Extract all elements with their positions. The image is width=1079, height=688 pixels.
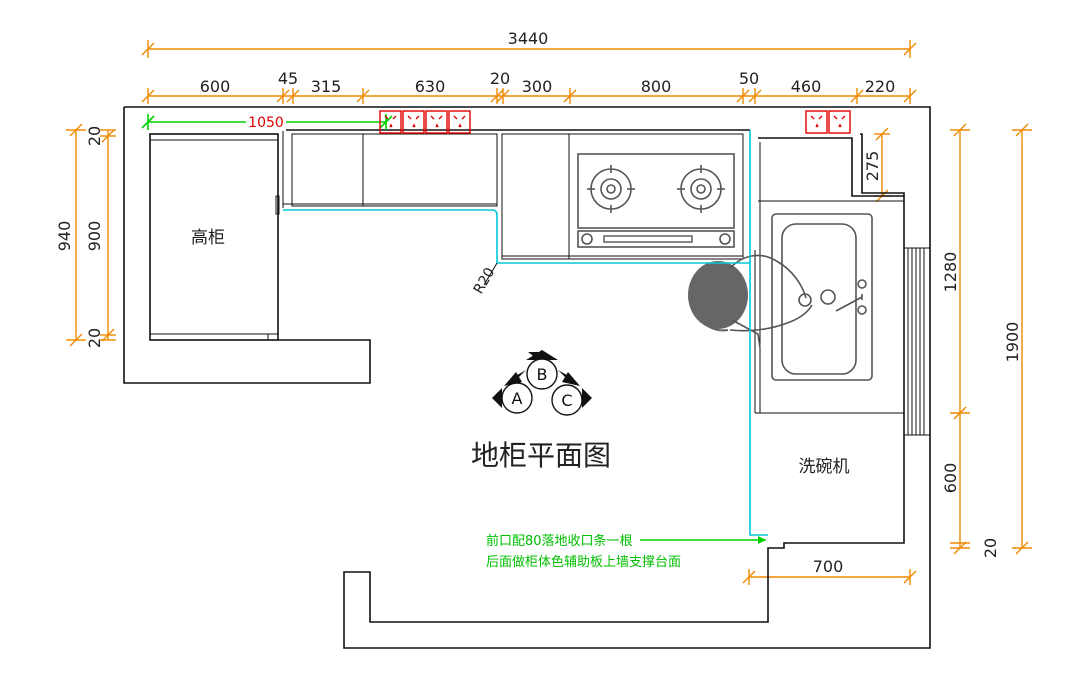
note-line-1: 前口配80落地收口条一根 [486,533,633,549]
view-marker-c: C [561,391,572,410]
socket-icon [448,110,471,134]
socket-icon [805,110,828,134]
dim-700: 700 [813,557,844,576]
dim-800: 800 [641,77,672,96]
dim-600-right: 600 [941,463,960,494]
stove-burner-icon [677,165,725,213]
right-dimensions: 1280 600 20 1900 275 700 [742,123,1032,585]
dim-600: 600 [200,77,231,96]
dim-45: 45 [278,69,298,88]
socket-icon [379,110,402,134]
note-line-2: 后面做柜体色辅助板上墙支撑台面 [486,554,681,570]
top-dimensions: 3440 600 45 315 630 20 300 800 50 460 22… [141,29,917,104]
dim-630: 630 [415,77,446,96]
dim-275: 275 [863,151,882,182]
room-walls [123,106,931,649]
dim-940: 940 [55,221,74,252]
green-dimension: 1050 [141,113,393,131]
tall-cabinet-label: 高柜 [191,228,225,248]
dim-20-right: 20 [981,538,1000,558]
dim-315: 315 [311,77,342,96]
dim-460: 460 [791,77,822,96]
plan-title: 地柜平面图 [471,439,611,472]
dim-900: 900 [85,221,104,252]
left-dimensions: 940 20 900 20 [55,123,116,348]
dim-220: 220 [865,77,896,96]
socket-icon [425,110,448,134]
socket-icon [402,110,425,134]
worktop-edge [283,209,768,536]
dishwasher: 洗碗机 [799,457,850,477]
stove-burner-icon [587,165,635,213]
corner-radius-label: R20 [471,265,499,297]
person-icon [688,254,813,349]
view-marker-icon: B A C [492,350,592,416]
dim-300: 300 [522,77,553,96]
green-dimension-value: 1050 [248,115,284,131]
dim-total-width: 3440 [508,29,549,48]
sink-icon [771,213,873,381]
tall-cabinet: 高柜 [149,133,280,341]
dim-20-top: 20 [490,69,510,88]
right-cabinets [754,137,904,414]
dim-1280: 1280 [941,252,960,293]
top-base-cabinets [282,129,750,260]
dim-20-left-top: 20 [85,126,104,146]
view-marker-b: B [537,365,548,384]
dim-1900: 1900 [1003,322,1022,363]
socket-icon [828,110,851,134]
gas-stove [577,153,735,248]
dim-50: 50 [739,69,759,88]
construction-notes: 前口配80落地收口条一根 后面做柜体色辅助板上墙支撑台面 [486,533,766,570]
view-marker-a: A [512,389,523,408]
sockets-right [805,110,851,134]
dishwasher-label: 洗碗机 [799,457,850,477]
dim-20-left-bottom: 20 [85,328,104,348]
sockets-left [379,110,471,134]
